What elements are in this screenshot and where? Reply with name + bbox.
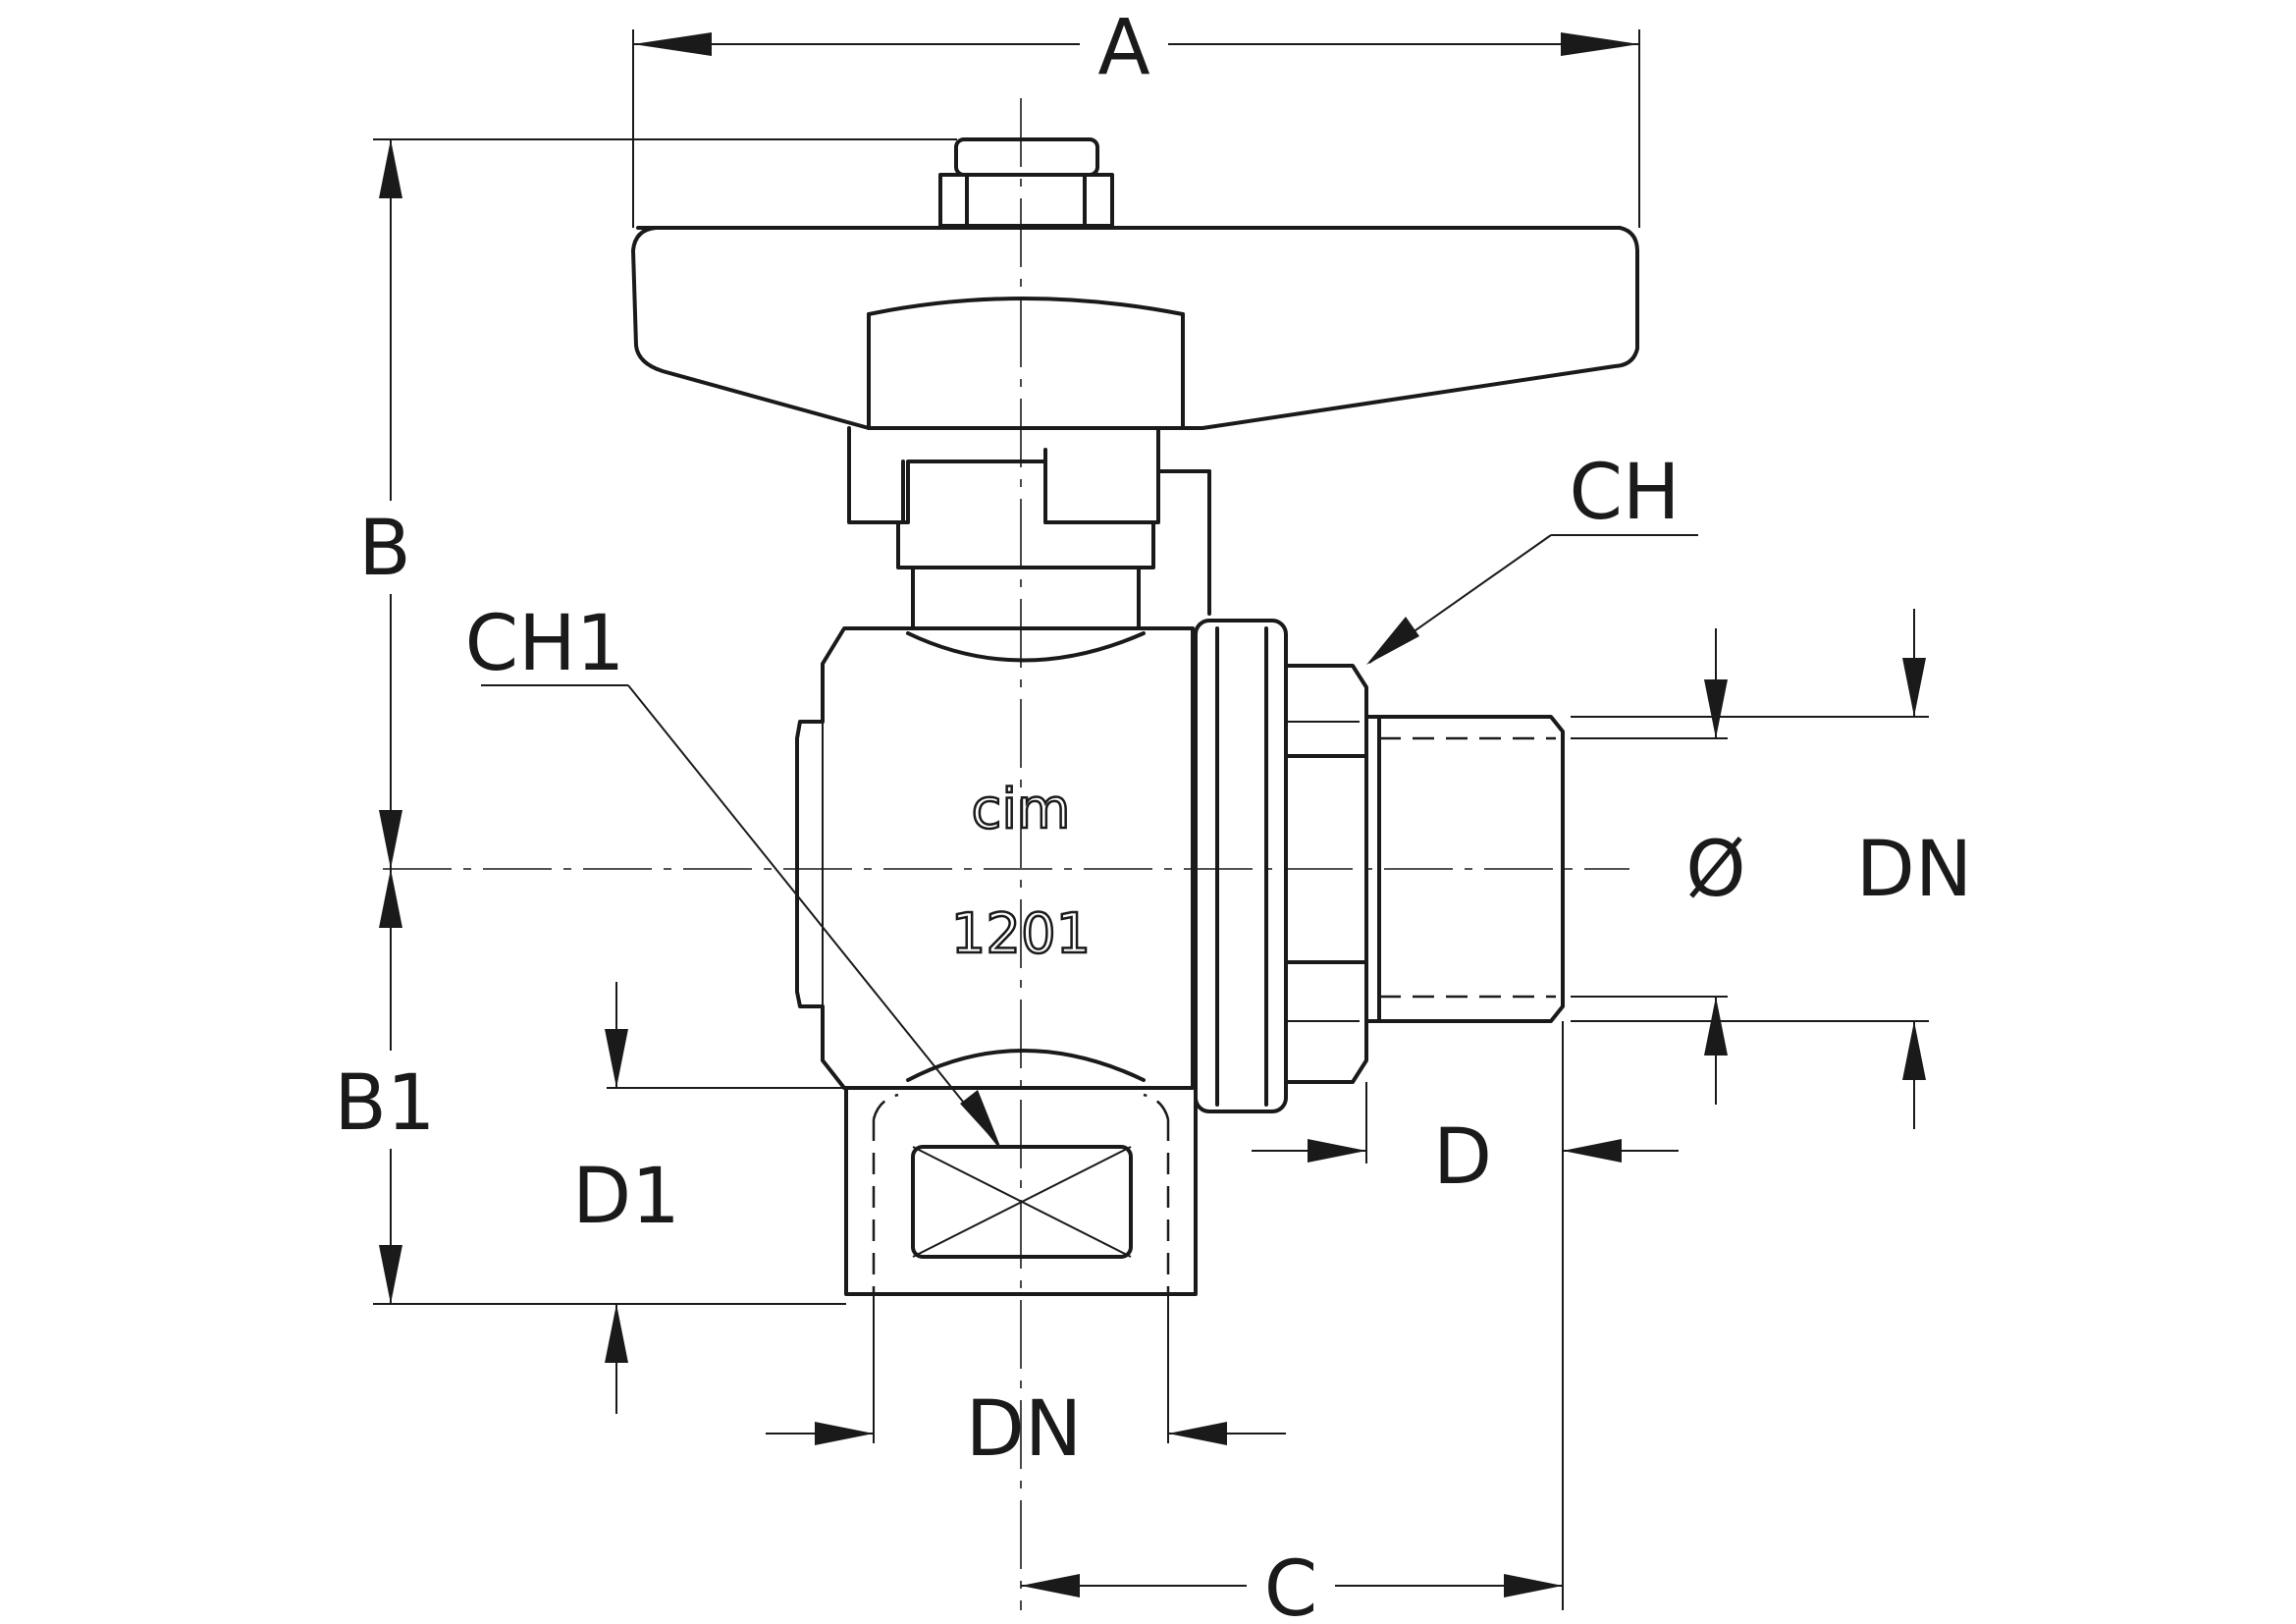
valve-body (795, 626, 1195, 1090)
centre-lines (383, 98, 1629, 1610)
dimension-d: D (1252, 1082, 1679, 1202)
female-end-ch1 (844, 1086, 1198, 1296)
label-a: A (1097, 4, 1149, 92)
dimension-dn-bottom: DN (766, 1294, 1286, 1474)
dimension-d1: D1 (572, 982, 846, 1414)
model-mark: 1201 (951, 902, 1092, 966)
label-dn-right: DN (1856, 826, 1972, 914)
handle (631, 226, 1639, 616)
leader-ch1: CH1 (465, 600, 1001, 1149)
brand-mark: cim (972, 778, 1071, 841)
union-flange (1194, 619, 1288, 1113)
stem-nut (938, 137, 1114, 228)
dimension-dn-right: DN (1571, 609, 1972, 1129)
label-c: C (1264, 1545, 1317, 1624)
label-b1: B1 (334, 1059, 435, 1148)
label-ch: CH (1569, 449, 1680, 537)
body-marks: cim 1201 (949, 777, 1092, 968)
dimension-c: C (1021, 1021, 1564, 1624)
dimension-diameter: Ø (1571, 628, 1746, 1105)
label-d: D (1433, 1113, 1492, 1202)
label-ch1: CH1 (465, 600, 625, 688)
dimension-b1: B1 (334, 869, 846, 1305)
dimension-b: B (358, 138, 957, 869)
label-d1: D1 (572, 1153, 680, 1241)
male-thread-spigot (1364, 715, 1565, 1023)
label-b: B (358, 505, 411, 593)
label-diameter: Ø (1685, 826, 1745, 914)
hex-nut-ch (1286, 664, 1368, 1084)
leader-ch: CH (1366, 449, 1698, 665)
label-dn-bottom: DN (966, 1385, 1082, 1474)
stem-neck (896, 520, 1155, 630)
dimension-a: A (632, 4, 1640, 228)
